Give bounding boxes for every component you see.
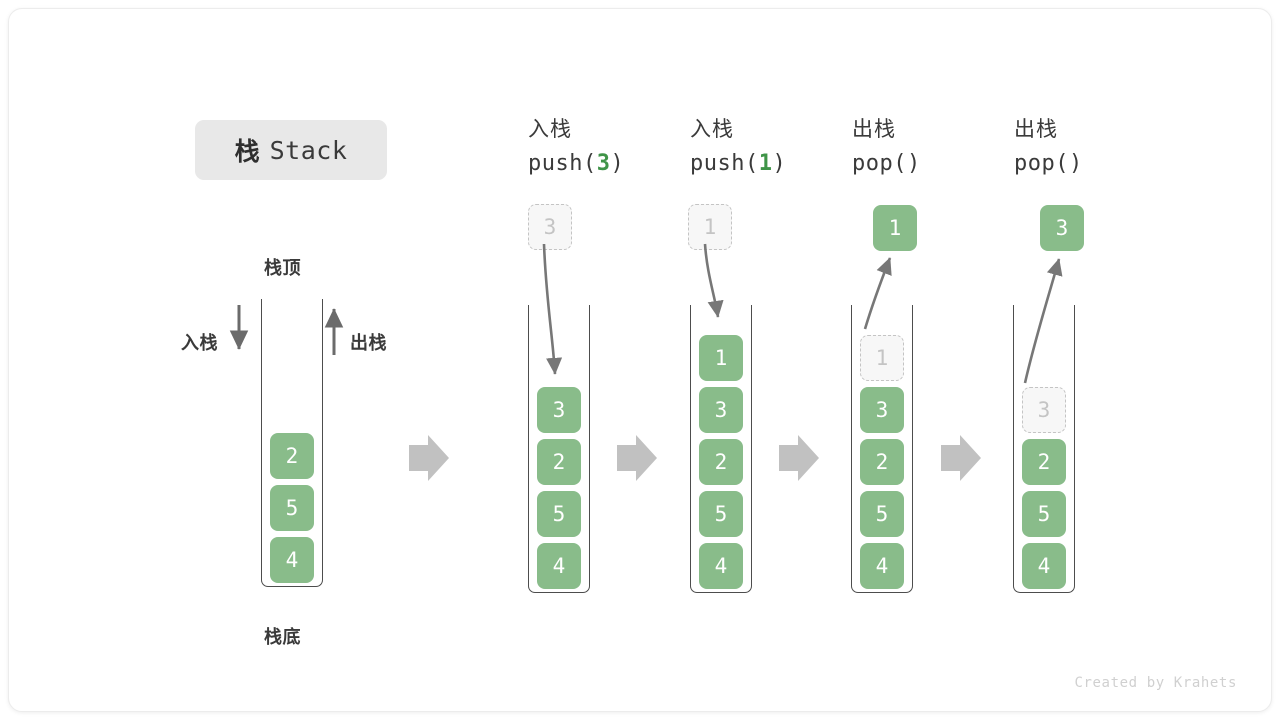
floating-cell-value: 3 bbox=[1040, 205, 1084, 251]
stack-cell: 5 bbox=[1022, 491, 1066, 537]
floating-cell-push-3: 3 bbox=[528, 204, 572, 250]
push-direction-label: 入栈 bbox=[181, 333, 218, 354]
step-separator-arrow-2 bbox=[617, 435, 657, 481]
step-header-cjk: 入栈 bbox=[528, 117, 572, 141]
step-header-cjk: 入栈 bbox=[690, 117, 734, 141]
stack-cell: 2 bbox=[270, 433, 314, 479]
stack-pop-2: 3 2 5 4 bbox=[1013, 305, 1075, 593]
step-header-code: pop() bbox=[852, 148, 1022, 179]
step-header-cjk: 出栈 bbox=[852, 117, 896, 141]
code-value: 1 bbox=[758, 150, 773, 176]
step-separator-arrow-1 bbox=[409, 435, 449, 481]
stack-items: 3 2 5 4 bbox=[528, 387, 590, 589]
stack-cell: 4 bbox=[1022, 543, 1066, 589]
stack-items: 3 2 5 4 bbox=[1013, 387, 1075, 589]
step-header-code: pop() bbox=[1014, 148, 1184, 179]
stack-cell: 5 bbox=[270, 485, 314, 531]
floating-cell-value: 1 bbox=[688, 204, 732, 250]
stack-cell: 5 bbox=[537, 491, 581, 537]
stack-cell: 4 bbox=[860, 543, 904, 589]
stack-cell: 1 bbox=[699, 335, 743, 381]
title-badge: 栈 Stack bbox=[195, 120, 387, 180]
step-header-code: push(3) bbox=[528, 148, 698, 179]
stack-cell: 4 bbox=[537, 543, 581, 589]
stack-cell: 3 bbox=[1022, 387, 1066, 433]
stack-cell: 4 bbox=[699, 543, 743, 589]
floating-cell-value: 1 bbox=[873, 205, 917, 251]
step-header-push-1: 入栈 push(1) bbox=[690, 115, 860, 179]
stack-push-3: 3 2 5 4 bbox=[528, 305, 590, 593]
stack-cell: 3 bbox=[699, 387, 743, 433]
code-suffix: ) bbox=[610, 150, 625, 176]
code-prefix: push( bbox=[690, 150, 759, 176]
stack-items: 1 3 2 5 4 bbox=[690, 335, 752, 589]
step-header-code: push(1) bbox=[690, 148, 860, 179]
stack-pop-1: 1 3 2 5 4 bbox=[851, 305, 913, 593]
initial-stack: 2 5 4 bbox=[261, 299, 323, 587]
stack-cell: 3 bbox=[537, 387, 581, 433]
code-prefix: push( bbox=[528, 150, 597, 176]
step-header-pop-2: 出栈 pop() bbox=[1014, 115, 1184, 179]
stack-cell: 5 bbox=[860, 491, 904, 537]
step-header-push-3: 入栈 push(3) bbox=[528, 115, 698, 179]
stack-cell: 2 bbox=[699, 439, 743, 485]
stack-push-1: 1 3 2 5 4 bbox=[690, 305, 752, 593]
stack-container-outline bbox=[261, 299, 323, 587]
stack-cell: 2 bbox=[860, 439, 904, 485]
stack-cell: 2 bbox=[537, 439, 581, 485]
code-value: 3 bbox=[596, 150, 611, 176]
stack-items: 1 3 2 5 4 bbox=[851, 335, 913, 589]
floating-cell-pop-1: 1 bbox=[873, 205, 917, 251]
stack-container-outline bbox=[690, 305, 752, 593]
code-suffix: ) bbox=[1068, 150, 1083, 176]
step-header-cjk: 出栈 bbox=[1014, 117, 1058, 141]
step-separator-arrow-3 bbox=[779, 435, 819, 481]
floating-cell-value: 3 bbox=[528, 204, 572, 250]
stack-cell: 5 bbox=[699, 491, 743, 537]
code-suffix: ) bbox=[906, 150, 921, 176]
floating-cell-pop-2: 3 bbox=[1040, 205, 1084, 251]
floating-cell-push-1: 1 bbox=[688, 204, 732, 250]
stack-cell: 1 bbox=[860, 335, 904, 381]
step-header-pop-1: 出栈 pop() bbox=[852, 115, 1022, 179]
stack-cell: 2 bbox=[1022, 439, 1066, 485]
stack-items: 2 5 4 bbox=[261, 433, 323, 583]
stack-container-outline bbox=[1013, 305, 1075, 593]
code-prefix: pop( bbox=[852, 150, 907, 176]
stack-bottom-label: 栈底 bbox=[264, 627, 301, 648]
stack-top-label: 栈顶 bbox=[264, 258, 301, 279]
stack-cell: 3 bbox=[860, 387, 904, 433]
stack-container-outline bbox=[851, 305, 913, 593]
stack-cell: 4 bbox=[270, 537, 314, 583]
title-en: Stack bbox=[269, 135, 348, 165]
code-suffix: ) bbox=[772, 150, 787, 176]
code-prefix: pop( bbox=[1014, 150, 1069, 176]
title-cjk: 栈 bbox=[234, 137, 261, 166]
pop-direction-label: 出栈 bbox=[350, 333, 387, 354]
step-separator-arrow-4 bbox=[941, 435, 981, 481]
stack-container-outline bbox=[528, 305, 590, 593]
credit-text: Created by Krahets bbox=[1074, 675, 1237, 691]
